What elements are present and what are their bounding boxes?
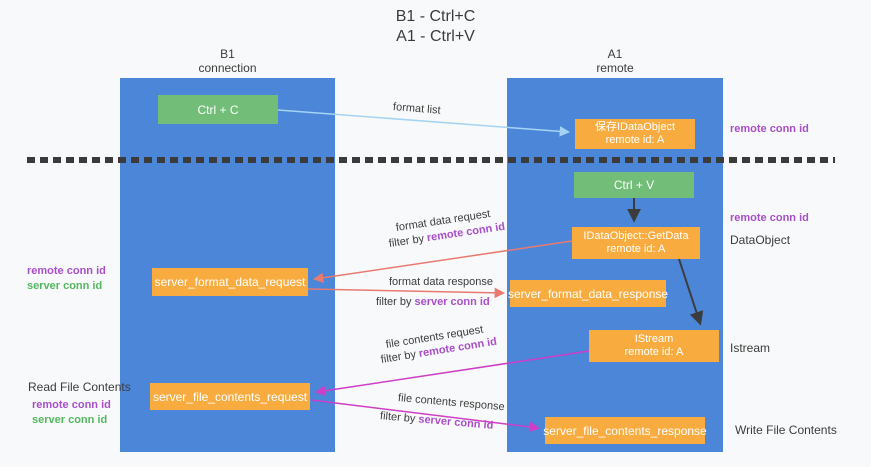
filter-value-server-conn-id: server conn id <box>417 413 494 432</box>
node-idataobject-getdata-line2: remote id: A <box>606 243 666 255</box>
node-server-format-data-response: server_format_data_response <box>507 280 669 307</box>
node-server-file-contents-response: server_file_contents_response <box>543 417 707 444</box>
annotation-dataobject: DataObject <box>730 233 791 247</box>
node-server-format-data-request: server_format_data_request <box>152 268 308 296</box>
node-save-idataobject: 保存IDataObject remote id: A <box>575 119 695 149</box>
node-ctrl-c: Ctrl + C <box>158 95 278 124</box>
annotation-write-file-contents: Write File Contents <box>735 423 837 437</box>
annotation-read-file-contents: Read File Contents <box>28 380 131 394</box>
annotation-server-conn-id-mid-left: server conn id <box>27 280 103 292</box>
node-server-format-data-request-label: server_format_data_request <box>154 275 306 289</box>
annotation-remote-conn-id-mid-left: remote conn id <box>27 265 106 277</box>
label-format-list: format list <box>392 101 442 117</box>
lifeline-b1-role: connection <box>198 61 257 75</box>
filter-by-text: filter by <box>379 410 416 426</box>
lifeline-header-a1: A1 remote <box>507 47 723 75</box>
annotation-istream: Istream <box>730 341 771 355</box>
diagram-title-line1: B1 - Ctrl+C <box>395 8 476 25</box>
lifeline-a1-role: remote <box>596 61 634 75</box>
node-save-idataobject-line2: remote id: A <box>605 134 665 146</box>
annotation-server-conn-id-bottom-left: server conn id <box>32 414 108 426</box>
node-istream-line1: IStream <box>634 333 674 345</box>
filter-by-text: filter by <box>388 232 425 250</box>
node-server-file-contents-response-label: server_file_contents_response <box>543 423 707 438</box>
lifeline-header-b1: B1 connection <box>120 47 335 75</box>
node-ctrl-v-label: Ctrl + V <box>613 178 655 192</box>
node-ctrl-c-label: Ctrl + C <box>197 102 239 117</box>
node-save-idataobject-line1: 保存IDataObject <box>594 121 676 133</box>
node-server-format-data-response-label: server_format_data_response <box>507 286 669 301</box>
annotation-remote-conn-id-mid-right: remote conn id <box>730 212 809 224</box>
node-idataobject-getdata: IDataObject::GetData remote id: A <box>572 227 700 259</box>
node-server-file-contents-request-label: server_file_contents_request <box>152 389 308 404</box>
label-format-data-response: format data response <box>389 276 493 288</box>
label-file-contents-response: file contents response <box>397 392 506 414</box>
arrow-format-data-response <box>307 287 506 299</box>
diagram-title-line2: A1 - Ctrl+V <box>396 28 475 45</box>
node-istream: IStream remote id: A <box>589 330 719 362</box>
filter-by-text: filter by <box>376 296 412 308</box>
node-server-file-contents-request: server_file_contents_request <box>150 383 310 410</box>
lifeline-b1-name: B1 <box>220 47 235 61</box>
filter-by-text: filter by <box>379 348 417 366</box>
annotation-remote-conn-id-bottom-left: remote conn id <box>32 399 111 411</box>
diagram-title: B1 - Ctrl+C A1 - Ctrl+V <box>0 7 871 47</box>
node-istream-line2: remote id: A <box>624 346 684 358</box>
annotation-remote-conn-id-top-right: remote conn id <box>730 123 809 135</box>
node-ctrl-v: Ctrl + V <box>574 172 694 198</box>
node-idataobject-getdata-line1: IDataObject::GetData <box>583 230 689 242</box>
phase-separator-dashed-line <box>27 157 835 163</box>
filter-value-server-conn-id: server conn id <box>414 296 490 308</box>
lifeline-a1-name: A1 <box>607 47 623 61</box>
